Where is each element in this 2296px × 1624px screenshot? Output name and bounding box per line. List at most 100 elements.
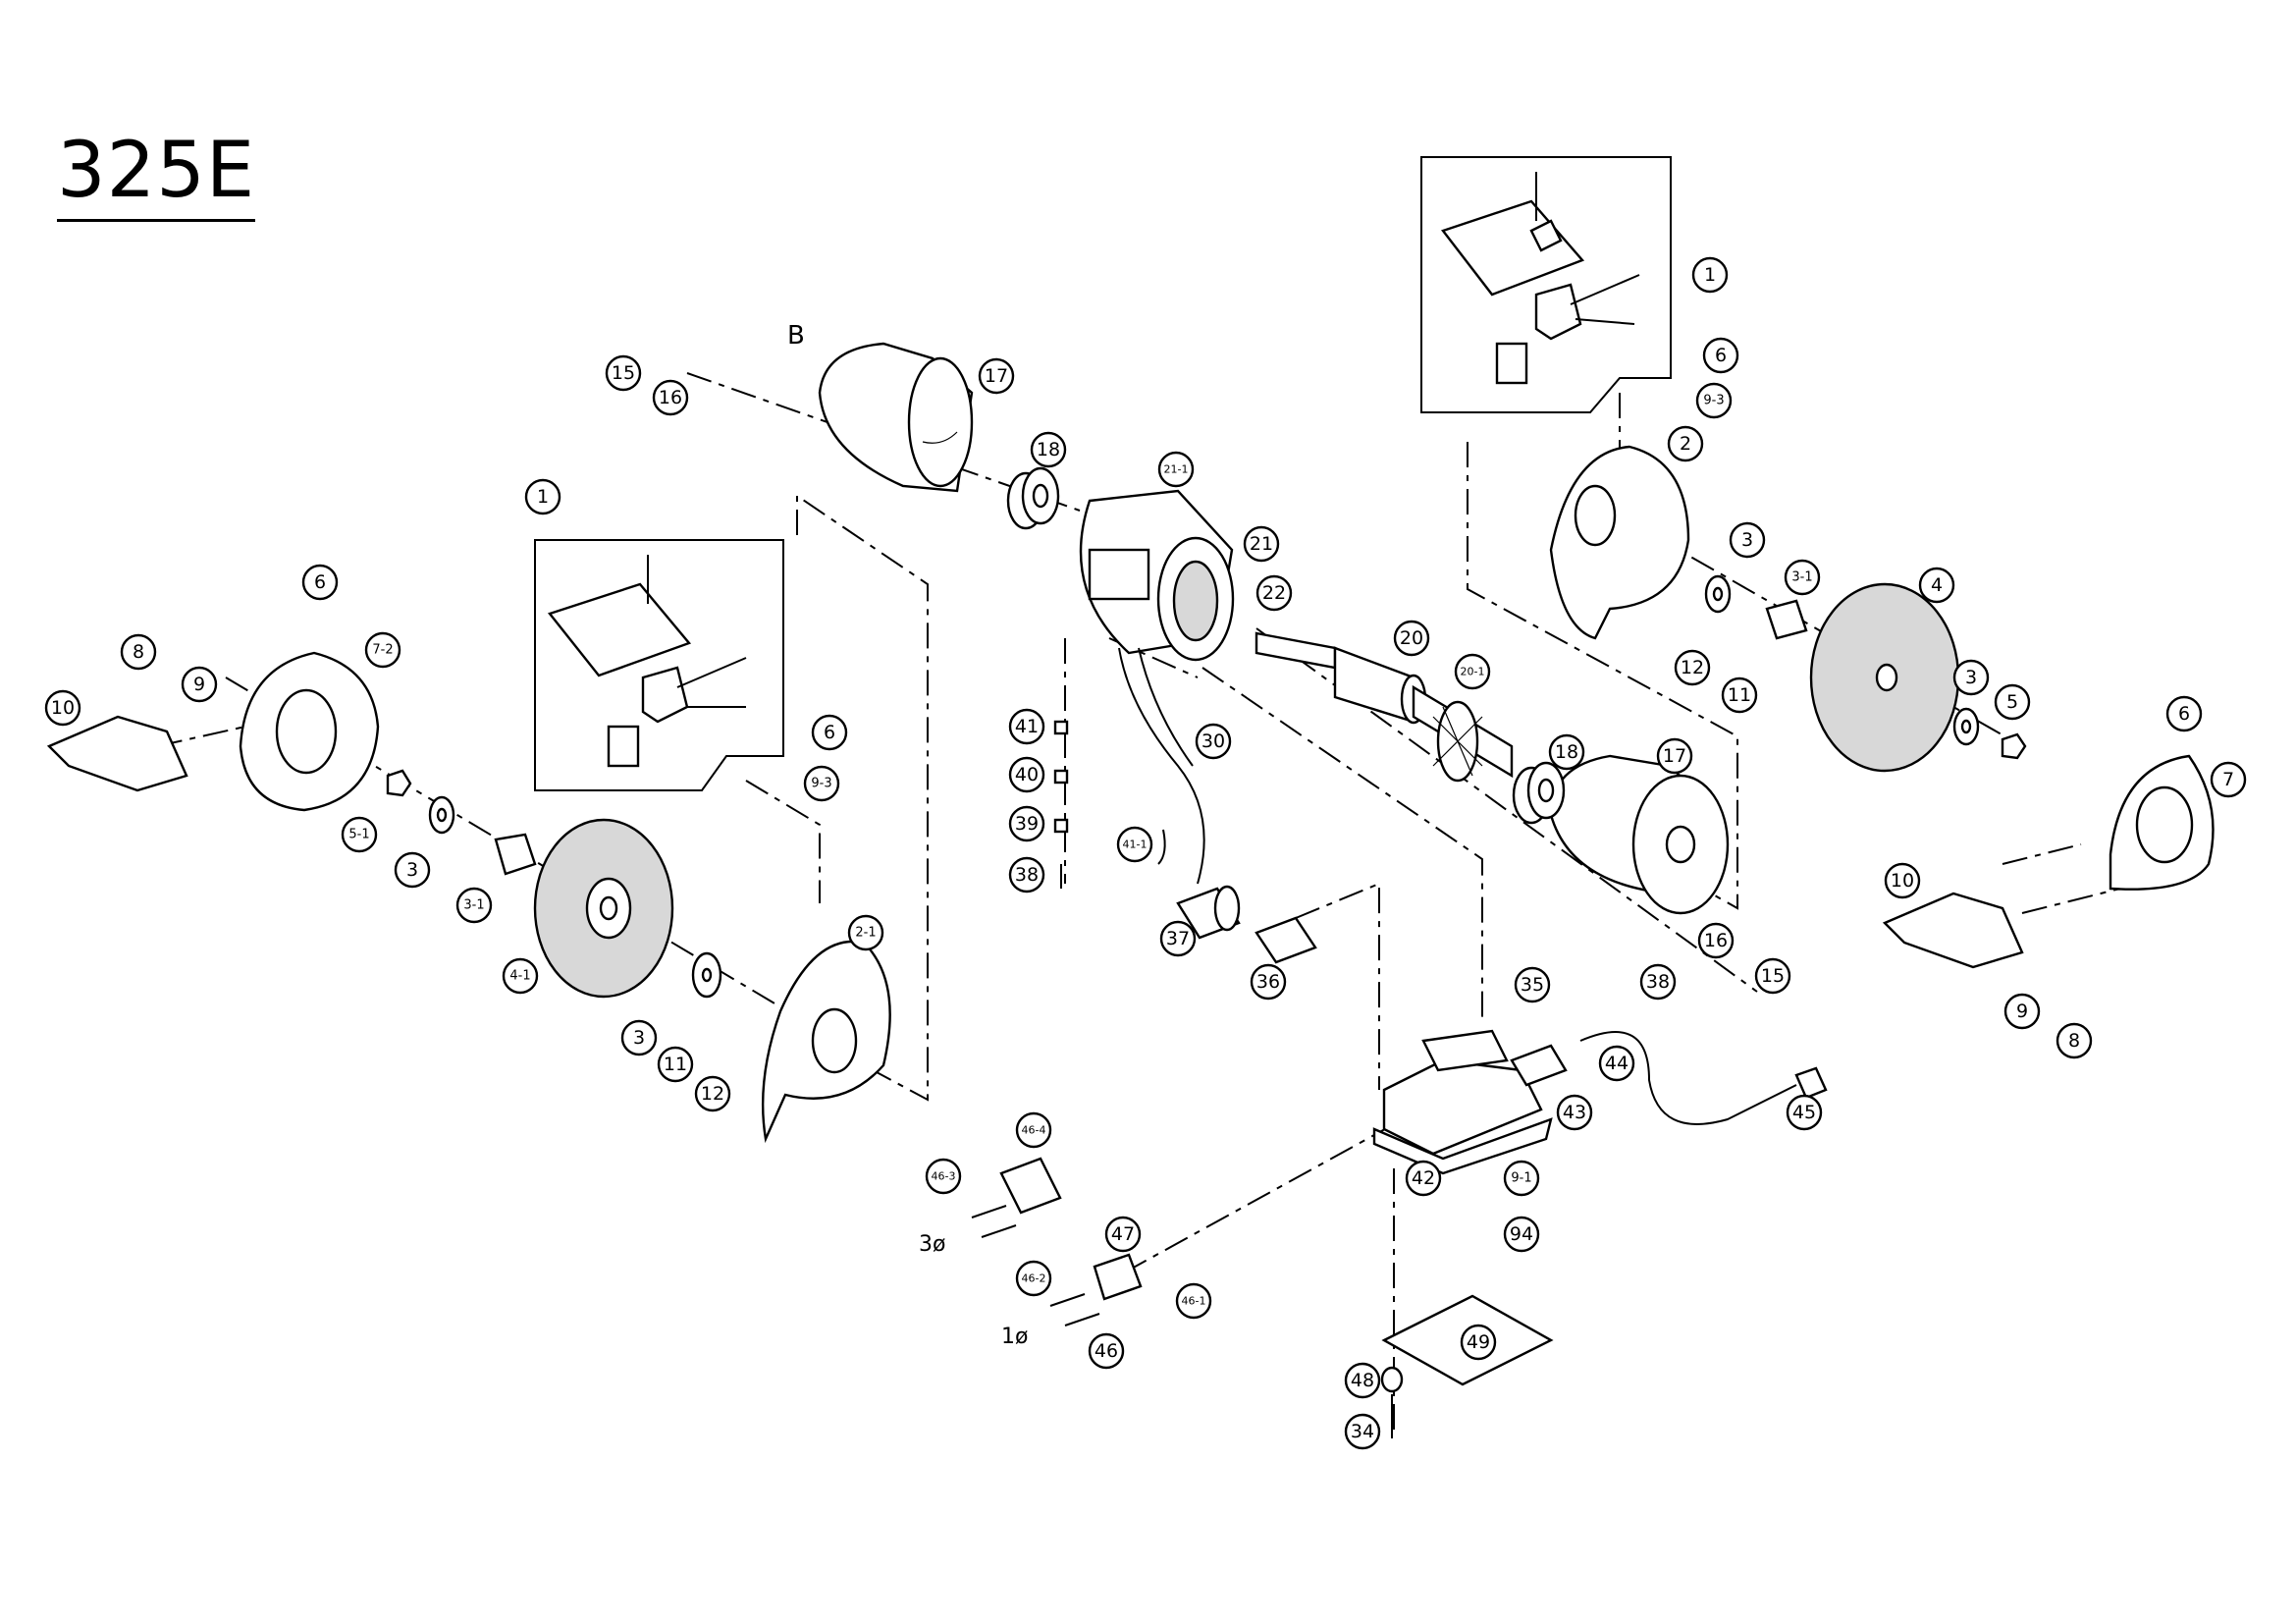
callout-label: 18 <box>1555 741 1578 763</box>
callout-ring <box>1195 723 1232 760</box>
nut-right <box>2001 732 2027 760</box>
spacer-right <box>1765 599 1808 640</box>
callout-45: 45 <box>1786 1094 1823 1131</box>
motor-end-cover-left <box>818 342 974 493</box>
callout-12: 12 <box>694 1075 731 1112</box>
callout-3-1: 3-1 <box>1784 559 1821 596</box>
nut-left <box>386 769 412 797</box>
callout-ring <box>1556 1094 1593 1131</box>
callout-label: 47 <box>1111 1223 1135 1245</box>
callout-46-1: 46-1 <box>1175 1282 1212 1320</box>
callout-label: 9-3 <box>811 777 831 791</box>
callout-9-3: 9-3 <box>1695 382 1733 419</box>
callout-ring <box>2165 695 2203 732</box>
callout-label: 40 <box>1015 764 1039 785</box>
callout-label: 12 <box>701 1083 724 1105</box>
callout-label: 41-1 <box>1123 839 1148 851</box>
callout-12: 12 <box>1674 649 1711 686</box>
callout-30: 30 <box>1195 723 1232 760</box>
callout-ring <box>1393 620 1430 657</box>
callout-ring <box>847 914 884 951</box>
callout-8: 8 <box>2056 1022 2093 1059</box>
callout-1: 1 <box>1691 256 1729 294</box>
callout-3: 3 <box>1729 521 1766 559</box>
switch-three-phase <box>971 1157 1062 1238</box>
callout-ring <box>120 633 157 671</box>
callout-2: 2 <box>1667 425 1704 462</box>
eye-shield-left <box>46 715 188 792</box>
callout-label: 3 <box>633 1027 645 1049</box>
callout-label: 11 <box>1728 684 1751 706</box>
wheel-guard-right-inner <box>1549 445 1690 640</box>
callout-ring <box>524 478 561 515</box>
callout-41-1: 41-1 <box>1116 826 1153 863</box>
callout-ring <box>1008 805 1045 842</box>
tool-rest-detail-box-right <box>1420 156 1672 413</box>
callout-5-1: 5-1 <box>341 816 378 853</box>
callout-ring <box>1721 677 1758 714</box>
callout-ring <box>925 1158 962 1195</box>
callout-ring <box>1243 525 1280 563</box>
callout-label: 5 <box>2006 691 2018 713</box>
callout-label: 5-1 <box>348 828 369 842</box>
callout-label: 49 <box>1467 1331 1490 1353</box>
callout-label: 17 <box>985 365 1008 387</box>
callout-ring <box>811 714 848 751</box>
callout-ring <box>394 851 431 889</box>
tool-rest-detail-box-left <box>534 539 784 791</box>
callout-label: 44 <box>1605 1053 1629 1074</box>
callout-6: 6 <box>1702 337 1739 374</box>
callout-label: 9-1 <box>1511 1171 1531 1186</box>
callout-label: 9-3 <box>1703 394 1724 408</box>
callout-label: 15 <box>1761 965 1785 987</box>
callout-label: 2 <box>1680 433 1691 455</box>
callout-22: 22 <box>1255 574 1293 612</box>
callout-20: 20 <box>1393 620 1430 657</box>
callout-38: 38 <box>1639 963 1677 1001</box>
callout-label: 46 <box>1095 1340 1118 1362</box>
callout-label: 18 <box>1037 439 1060 460</box>
callout-42: 42 <box>1405 1160 1442 1197</box>
bearing-left <box>1006 466 1060 530</box>
callout-34: 34 <box>1344 1413 1381 1450</box>
callout-label: 45 <box>1792 1102 1816 1123</box>
callout-ring <box>1695 382 1733 419</box>
grinding-wheel-left <box>533 818 674 999</box>
callout-ring <box>1008 708 1045 745</box>
callout-43: 43 <box>1556 1094 1593 1131</box>
callout-label: 21-1 <box>1164 463 1189 476</box>
callout-1: 1 <box>524 478 561 515</box>
callout-ring <box>181 666 218 703</box>
callout-9: 9 <box>181 666 218 703</box>
callout-ring <box>1639 963 1677 1001</box>
callout-ring <box>1691 256 1729 294</box>
screws-stack-left <box>1053 720 1069 889</box>
callout-ring <box>1656 737 1693 775</box>
callout-ring <box>978 357 1015 395</box>
callout-label: 46-3 <box>932 1170 956 1183</box>
callout-label: 4-1 <box>509 969 530 984</box>
callout-15: 15 <box>605 354 642 392</box>
callout-label: 8 <box>2068 1030 2080 1052</box>
callout-label: 37 <box>1166 928 1190 949</box>
callout-ring <box>1667 425 1704 462</box>
callout-ring <box>1784 559 1821 596</box>
callout-20-1: 20-1 <box>1454 653 1491 690</box>
wiring-harness <box>1118 647 1205 885</box>
callout-21: 21 <box>1243 525 1280 563</box>
callout-9-3: 9-3 <box>803 765 840 802</box>
callout-ring <box>1697 922 1735 959</box>
callout-16: 16 <box>1697 922 1735 959</box>
callout-label: 6 <box>314 571 326 593</box>
callout-7: 7 <box>2210 761 2247 798</box>
callout-3: 3 <box>1952 659 1990 696</box>
callout-label: 8 <box>133 641 144 663</box>
callout-ring <box>605 354 642 392</box>
callout-label: 46-4 <box>1022 1124 1046 1137</box>
callout-ring <box>1994 683 2031 721</box>
callout-label: 30 <box>1201 731 1225 752</box>
callout-6: 6 <box>2165 695 2203 732</box>
callout-ring <box>1008 856 1045 893</box>
callout-ring <box>1503 1216 1540 1253</box>
